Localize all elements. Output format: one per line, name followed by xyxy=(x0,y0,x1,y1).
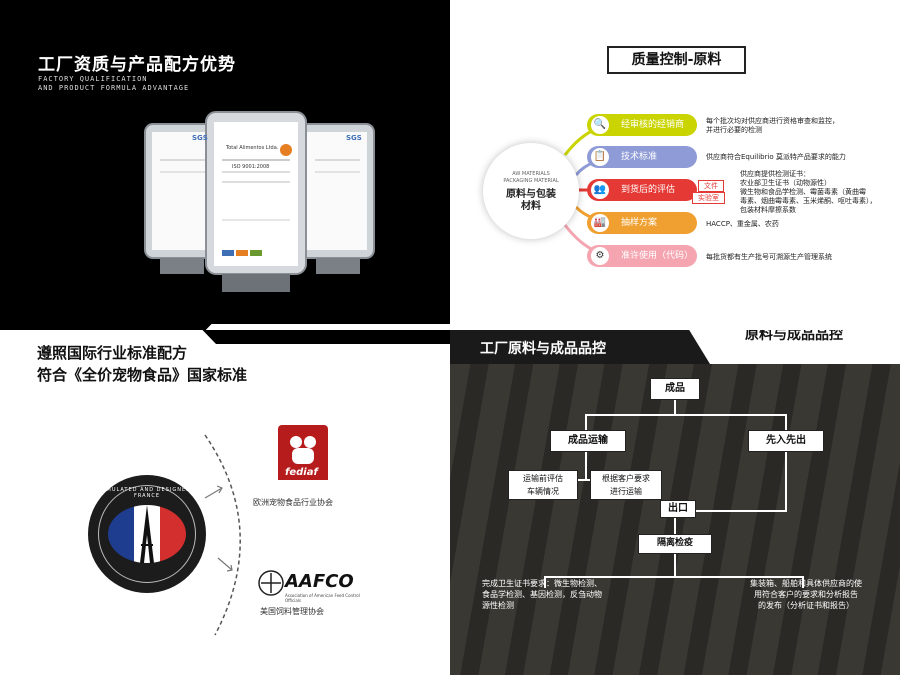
q3-title-line2: 符合《全价宠物食品》国家标准 xyxy=(37,366,248,384)
desc-arrival-evaluation: 供应商提供检测证书： 农业部卫生证书（动物源性） 微生物和食品学检测、霉菌毒素（… xyxy=(740,170,877,214)
bar-label: 抽样方案 xyxy=(621,218,658,228)
flow-product: 成品 xyxy=(650,378,700,400)
connector xyxy=(585,414,785,416)
flow-export: 出口 xyxy=(660,500,696,518)
bar-label: 准许使用（代码） xyxy=(621,251,694,261)
desc-technical-standard: 供应商符合Equilibrio 莫派特产品要求的能力 xyxy=(706,153,846,161)
q1-title: 工厂资质与产品配方优势 xyxy=(38,55,236,75)
certificate-displays xyxy=(144,111,375,292)
note-right: 集装箱、船舶和具体供应商的使 用符合客户的要求和分析报告 的发布（分析证书和报告… xyxy=(750,579,862,610)
q4-title-left: 工厂原料与成品品控 xyxy=(480,341,606,357)
quality-control-panel: 质量控制-原料 AW MATERIALS PACKAGING MATERIAL … xyxy=(450,0,900,330)
control-bar-permitted-use: ⚙ 准许使用（代码） xyxy=(587,245,697,267)
connector xyxy=(674,554,676,576)
factory-icon: 🏭 xyxy=(591,214,609,232)
tag-document: 文件 xyxy=(698,180,724,192)
q4-title-right: 原料与成品品控 xyxy=(745,330,843,343)
connector xyxy=(802,576,804,588)
connector xyxy=(674,400,676,415)
hub-english-label: AW MATERIALS PACKAGING MATERIAL xyxy=(503,171,559,184)
q2-title: 质量控制-原料 xyxy=(607,46,746,74)
connector xyxy=(785,452,787,510)
materials-hub: AW MATERIALS PACKAGING MATERIAL 原料与包装 材料 xyxy=(483,143,579,239)
cert-mid-title: Total Alimentos Ltda. xyxy=(226,145,279,151)
connector xyxy=(585,414,587,430)
fediaf-logo-text: fediaf xyxy=(285,467,318,478)
factory-qualification-panel: 工厂资质与产品配方优势 FACTORY QUALIFICATION AND PR… xyxy=(0,0,450,338)
made-in-france-badge: FORMULATED AND DESIGNED IN FRANCE xyxy=(88,475,206,593)
aafco-logo-text: AAFCO xyxy=(285,571,354,592)
q1-subtitle: FACTORY QUALIFICATION AND PRODUCT FORMUL… xyxy=(38,75,190,92)
international-standard-panel: 遵照国际行业标准配方 符合《全价宠物食品》国家标准 FORMULATED AND… xyxy=(0,330,450,675)
control-bar-technical-standard: 📋 技术标准 xyxy=(587,146,697,168)
tag-laboratory: 实验室 xyxy=(692,192,725,204)
flow-vehicle-check: 运输前评估 车辆情况 xyxy=(508,470,578,500)
cert-left-logo: SGS xyxy=(192,134,208,142)
control-bar-sampling-plan: 🏭 抽样方案 xyxy=(587,212,697,234)
desc-sampling-plan: HACCP、重金属、农药 xyxy=(706,220,779,228)
flow-quarantine: 隔离检疫 xyxy=(638,534,712,554)
aafco-name: 美国饲料管理协会 xyxy=(260,607,324,616)
product-control-panel: 原料与成品品控 工厂原料与成品品控 成品 成品运输 先入先出 运输前评估 车辆情… xyxy=(450,330,900,675)
document-icon: 📋 xyxy=(591,148,609,166)
aafco-emblem-icon xyxy=(258,570,284,596)
hub-chinese-label: 原料与包装 材料 xyxy=(506,189,556,212)
eiffel-tower-icon xyxy=(140,505,154,563)
q3-title-line1: 遵照国际行业标准配方 xyxy=(37,344,188,362)
bar-label: 到货后的评估 xyxy=(621,185,676,195)
connector xyxy=(585,452,587,480)
search-icon: 🔍 xyxy=(591,116,609,134)
q3-title: 遵照国际行业标准配方 符合《全价宠物食品》国家标准 xyxy=(37,342,247,386)
connector xyxy=(544,576,804,578)
desc-audited-distributor: 每个批次均对供应商进行资格审查和监控， 并进行必要的检测 xyxy=(706,117,839,134)
bar-label: 技术标准 xyxy=(621,152,658,162)
cert-mid-iso: ISO 9001:2008 xyxy=(232,164,270,170)
note-left: 完成卫生证书要求：微生物检测、 食品学检测、基因检测，反刍动物 源性检测 xyxy=(482,579,602,610)
gear-icon: ⚙ xyxy=(591,247,609,265)
connector xyxy=(544,576,546,588)
fediaf-name: 欧洲宠物食品行业协会 xyxy=(253,498,333,507)
control-bar-audited-distributor: 🔍 经审核的经销商 xyxy=(587,114,697,136)
badge-text: FORMULATED AND DESIGNED IN FRANCE xyxy=(93,487,201,499)
flow-fifo: 先入先出 xyxy=(748,430,824,452)
badge-ring xyxy=(98,485,196,583)
cert-right-logo: SGS xyxy=(346,134,362,142)
aafco-subtitle: Association of American Feed Control Off… xyxy=(285,593,360,603)
people-icon: 👥 xyxy=(591,181,609,199)
flow-product-transport: 成品运输 xyxy=(550,430,626,452)
dark-tab xyxy=(450,330,710,364)
bar-label: 经审核的经销商 xyxy=(621,120,685,130)
connector xyxy=(785,414,787,430)
dashed-arc xyxy=(204,434,241,636)
dog-icon xyxy=(290,436,316,464)
connector xyxy=(695,510,787,512)
control-bar-arrival-evaluation: 👥 到货后的评估 xyxy=(587,179,697,201)
flow-customer-transport: 根据客户要求 进行运输 xyxy=(590,470,662,500)
desc-permitted-use: 每批货都有生产批号可溯源生产管理系统 xyxy=(706,253,832,261)
connector xyxy=(674,516,676,534)
